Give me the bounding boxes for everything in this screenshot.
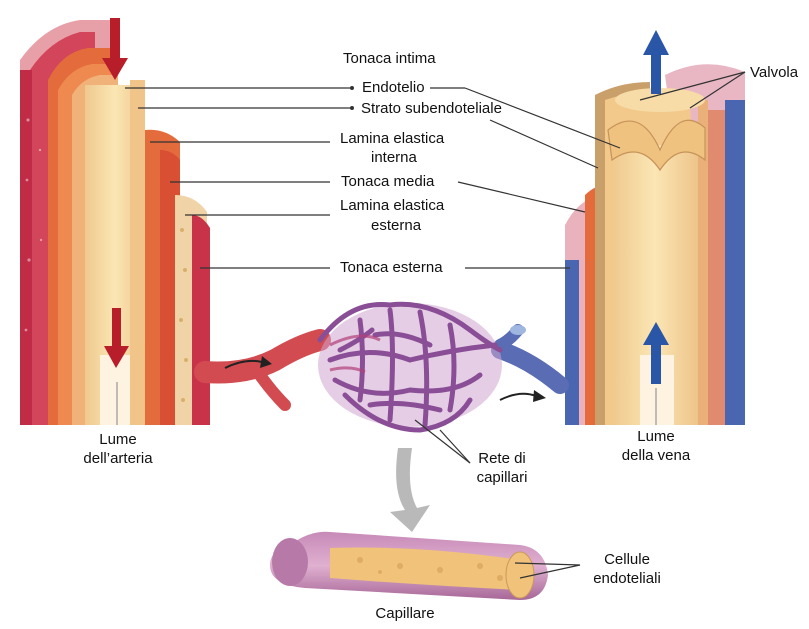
label-rete-capillari-2: capillari: [466, 469, 538, 487]
label-rete-capillari-1: Rete di: [466, 450, 538, 468]
label-tonaca-intima: Tonaca intima: [343, 50, 436, 68]
label-cellule-2: endoteliali: [582, 570, 672, 588]
label-capillare: Capillare: [360, 605, 450, 623]
label-cellule-1: Cellule: [582, 551, 672, 569]
label-strato-subendoteliale: Strato subendoteliale: [361, 100, 502, 118]
label-lamina-elastica-esterna-1: Lamina elastica: [340, 197, 444, 215]
label-lamina-elastica-interna-1: Lamina elastica: [340, 130, 444, 148]
label-tonaca-media: Tonaca media: [341, 173, 434, 191]
label-lume-arteria-1: Lume: [78, 431, 158, 449]
label-lamina-elastica-interna-2: interna: [371, 149, 417, 167]
flow-arrow-vein-side: [500, 394, 536, 400]
label-endotelio: Endotelio: [362, 79, 425, 97]
label-lume-vena-2: della vena: [608, 447, 704, 465]
label-valvola: Valvola: [750, 64, 798, 82]
label-lume-arteria-2: dell’arteria: [68, 450, 168, 468]
label-lume-vena-1: Lume: [620, 428, 692, 446]
capillary-tube: [270, 532, 548, 600]
label-tonaca-esterna: Tonaca esterna: [340, 259, 443, 277]
leader-dots: [350, 86, 354, 110]
capillary-network: [205, 303, 560, 430]
zoom-arrow: [390, 448, 430, 532]
label-lamina-elastica-esterna-2: esterna: [371, 217, 421, 235]
